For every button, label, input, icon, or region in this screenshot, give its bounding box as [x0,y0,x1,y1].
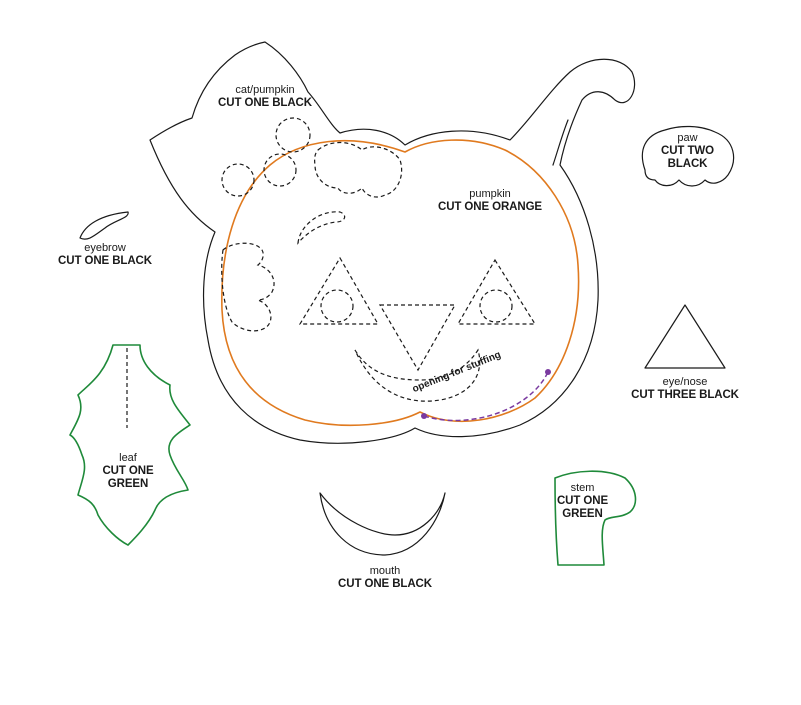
stem-name: stem [570,482,595,494]
eyebrow-name: eyebrow [84,242,126,254]
nose-dash [378,304,457,372]
eyebrow-instruction: CUT ONE BLACK [58,255,152,267]
cat-pumpkin-name: cat/pumpkin [235,84,295,96]
stem-instruction-line2: GREEN [562,508,603,520]
opening-dash [423,371,549,422]
eye-nose-piece [644,304,726,369]
left-eye-dash [298,256,380,325]
eyebrow-dash [297,211,346,245]
paw-name: paw [677,132,698,144]
paw-piece [641,125,735,187]
paw-label: paw CUT TWO BLACK [645,132,730,171]
mouth-instruction: CUT ONE BLACK [338,578,432,590]
paw-dash-cluster [314,141,403,198]
cat-pumpkin-outline [149,41,636,444]
leaf-piece [69,344,191,546]
paw-instruction-line1: CUT TWO [661,145,714,157]
leaf-label: leaf CUT ONE GREEN [88,452,168,491]
paw-dash-circle-1 [275,117,311,153]
pumpkin-name: pumpkin [469,188,511,200]
mouth-label: mouth CUT ONE BLACK [320,565,450,591]
eye-nose-label: eye/nose CUT THREE BLACK [620,376,750,402]
cat-pumpkin-instruction: CUT ONE BLACK [218,97,312,109]
leaf-name: leaf [119,452,137,464]
right-eye-circle-dash [479,289,513,323]
stem-piece [554,470,637,566]
tail-inner-line [552,119,569,166]
left-eye-circle-dash [320,289,354,323]
opening-start-dot [421,413,427,419]
mouth-dash [354,348,481,402]
eye-nose-name: eye/nose [662,376,708,388]
eye-nose-instruction: CUT THREE BLACK [631,389,739,401]
paw-instruction-line2: BLACK [667,158,708,170]
right-eye-dash [456,258,537,325]
eyebrow-piece [79,211,129,240]
leaf-instruction-line2: GREEN [107,478,149,490]
stem-instruction-line1: CUT ONE [556,495,609,507]
leaf-instruction-line1: CUT ONE [102,465,154,477]
paw-dash-circle-3 [221,163,255,197]
pumpkin-outline [221,139,580,427]
side-paw-dash [221,242,275,332]
paw-dash-circle-2 [263,153,297,187]
mouth-name: mouth [369,565,401,577]
mouth-piece [319,492,446,556]
eyebrow-label: eyebrow CUT ONE BLACK [45,242,165,268]
pumpkin-instruction: CUT ONE ORANGE [437,201,543,213]
pumpkin-label: pumpkin CUT ONE ORANGE [425,188,555,214]
opening-end-dot [545,369,551,375]
stem-label: stem CUT ONE GREEN [545,482,620,521]
cat-pumpkin-label: cat/pumpkin CUT ONE BLACK [200,84,330,110]
